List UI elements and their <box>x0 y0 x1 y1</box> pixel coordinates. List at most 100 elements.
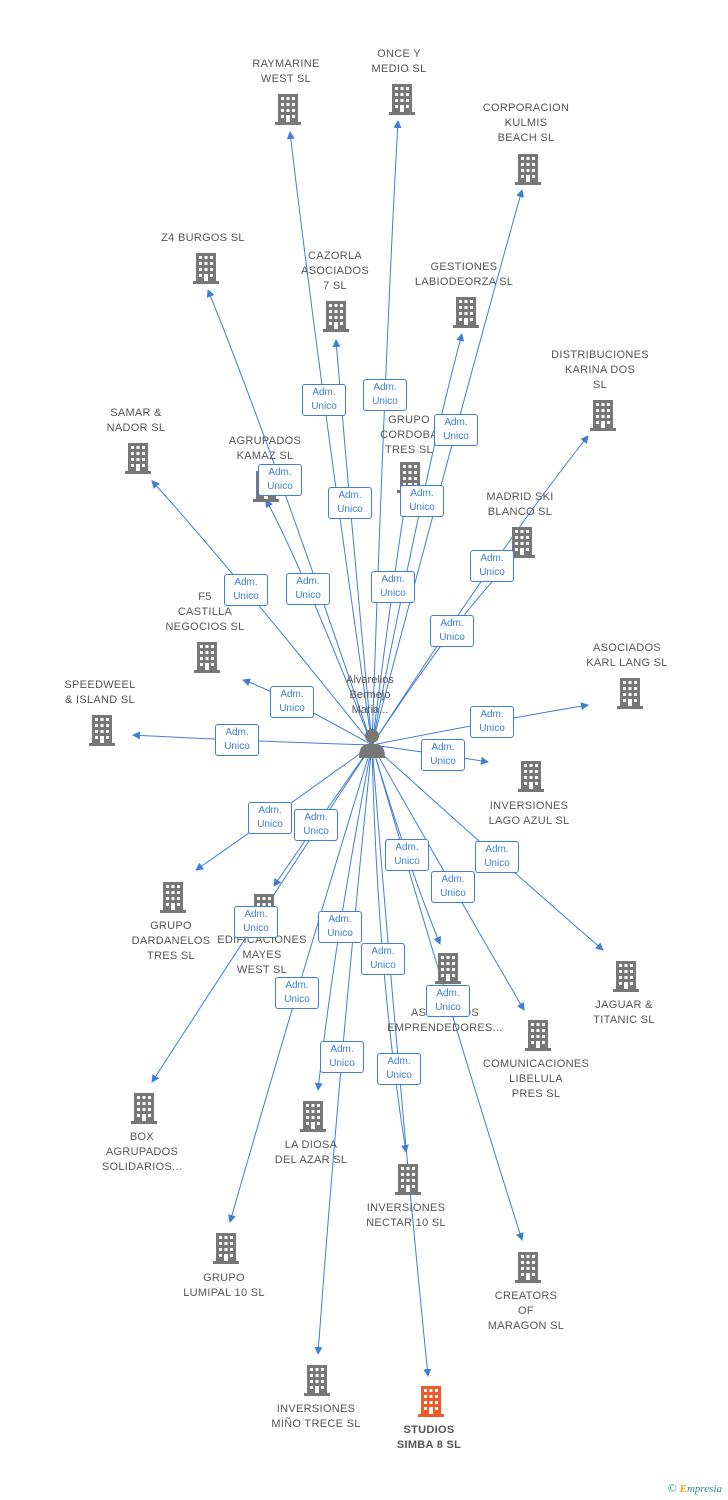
building-icon-nectar[interactable] <box>395 1164 421 1195</box>
role-badge-karina[interactable]: Adm.Unico <box>470 550 514 582</box>
role-badge-emprendedores[interactable]: Adm.Unico <box>385 839 429 871</box>
role-badge-maragon[interactable]: Adm.Unico <box>426 985 470 1017</box>
company-label-jaguar[interactable]: JAGUAR &TITANIC SL <box>559 998 689 1028</box>
icons-layer <box>89 84 643 1417</box>
company-label-line: MEDIO SL <box>371 63 427 75</box>
role-badge-line: Adm. <box>225 727 249 738</box>
building-icon-lumipal[interactable] <box>213 1233 239 1264</box>
center-name-line-3: Maria... <box>351 704 389 716</box>
company-label-speedweel[interactable]: SPEEDWEEL& ISLAND SL <box>35 678 165 708</box>
role-badge-line: Adm. <box>410 488 434 499</box>
role-badge-madridski[interactable]: Adm.Unico <box>430 615 474 647</box>
role-badge-once[interactable]: Adm.Unico <box>363 379 407 411</box>
building-icon-kulmis[interactable] <box>515 154 541 185</box>
building-icon-mino[interactable] <box>304 1365 330 1396</box>
role-badge-mino[interactable]: Adm.Unico <box>320 1041 364 1073</box>
company-label-line: MAYES <box>242 949 282 961</box>
company-label-line: NECTAR 10 SL <box>366 1217 446 1229</box>
role-badge-line: Unico <box>337 504 363 515</box>
role-badge-z4[interactable]: Adm.Unico <box>258 464 302 496</box>
building-icon-raymarine[interactable] <box>275 94 301 125</box>
company-label-line: PRES SL <box>511 1088 561 1100</box>
role-badge-lagoazul[interactable]: Adm.Unico <box>421 739 465 771</box>
building-icon-box[interactable] <box>131 1093 157 1124</box>
role-badge-samar[interactable]: Adm.Unico <box>224 574 268 606</box>
role-badge-cazorla[interactable]: Adm.Unico <box>328 487 372 519</box>
building-icon-emprendedores[interactable] <box>435 953 461 984</box>
role-badge-karllang[interactable]: Adm.Unico <box>470 706 514 738</box>
company-label-line: JAGUAR & <box>595 999 653 1011</box>
role-badge-raymarine[interactable]: Adm.Unico <box>302 384 346 416</box>
building-icon-jaguar[interactable] <box>613 961 639 992</box>
building-icon-libelula[interactable] <box>525 1020 551 1051</box>
role-badge-dardanelos[interactable]: Adm.Unico <box>248 802 292 834</box>
role-badge-kamaz[interactable]: Adm.Unico <box>286 573 330 605</box>
role-badge-diosa[interactable]: Adm.Unico <box>318 911 362 943</box>
company-label-line: AGRUPADOS <box>228 435 302 447</box>
footer-brand[interactable]: © Empresia <box>668 1481 722 1496</box>
company-label-line: MARAGON SL <box>487 1320 565 1332</box>
building-icon-speedweel[interactable] <box>89 715 115 746</box>
role-badge-speedweel[interactable]: Adm.Unico <box>215 724 259 756</box>
building-icon-gestiones[interactable] <box>453 297 479 328</box>
building-icon-lagoazul[interactable] <box>518 761 544 792</box>
building-icon-once[interactable] <box>389 84 415 115</box>
building-icon-diosa[interactable] <box>300 1101 326 1132</box>
building-icon-karllang[interactable] <box>617 678 643 709</box>
company-label-line: ASOCIADOS <box>300 265 370 277</box>
company-label-samar[interactable]: SAMAR &NADOR SL <box>71 406 201 436</box>
center-person-label[interactable]: Alvarellos Bermejo Maria... <box>305 673 435 718</box>
role-badge-nectar[interactable]: Adm.Unico <box>361 943 405 975</box>
role-badge-libelula[interactable]: Adm.Unico <box>431 871 475 903</box>
role-badge-gestiones[interactable]: Adm.Unico <box>400 485 444 517</box>
building-icon-samar[interactable] <box>125 443 151 474</box>
company-label-z4[interactable]: Z4 BURGOS SL <box>138 231 268 246</box>
role-badge-line: Adm. <box>296 576 320 587</box>
company-label-line: CREATORS <box>494 1290 558 1302</box>
role-badge-cordoba[interactable]: Adm.Unico <box>371 571 415 603</box>
role-badge-jaguar[interactable]: Adm.Unico <box>475 841 519 873</box>
role-badge-line: Adm. <box>480 709 504 720</box>
role-badge-lumipal[interactable]: Adm.Unico <box>275 977 319 1009</box>
role-badge-simba[interactable]: Adm.Unico <box>377 1053 421 1085</box>
company-label-line: CASTILLA <box>177 606 233 618</box>
building-icon-karina[interactable] <box>590 400 616 431</box>
role-badge-box[interactable]: Adm.Unico <box>234 906 278 938</box>
building-icon-dardanelos[interactable] <box>160 882 186 913</box>
company-label-line: WEST SL <box>260 73 312 85</box>
company-label-line: WEST SL <box>236 964 288 976</box>
role-badge-f5[interactable]: Adm.Unico <box>270 686 314 718</box>
building-icon-cazorla[interactable] <box>323 301 349 332</box>
building-icon-simba[interactable] <box>418 1386 444 1417</box>
role-badge-line: Unico <box>479 567 505 578</box>
role-badge-kulmis[interactable]: Adm.Unico <box>434 414 478 446</box>
building-icon-maragon[interactable] <box>515 1252 541 1283</box>
role-badge-line: Unico <box>386 1070 412 1081</box>
building-icon-z4[interactable] <box>193 253 219 284</box>
person-icon[interactable] <box>359 729 385 758</box>
building-icon-f5[interactable] <box>194 642 220 673</box>
role-badge-mayes[interactable]: Adm.Unico <box>294 809 338 841</box>
